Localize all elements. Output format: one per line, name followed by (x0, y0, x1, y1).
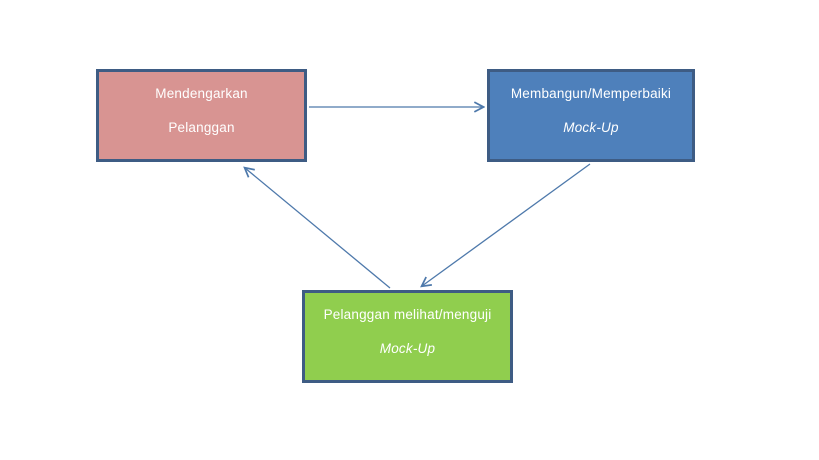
node-build-label-line1: Membangun/Memperbaiki (510, 86, 672, 101)
node-mendengarkan-pelanggan: Mendengarkan Pelanggan (96, 69, 307, 162)
arrow-build-to-test (422, 163, 591, 286)
arrow-test-to-listen (245, 168, 391, 289)
node-test-label-line2: Mock-Up (379, 341, 436, 356)
node-pelanggan-melihat-menguji-mockup: Pelanggan melihat/menguji Mock-Up (302, 290, 513, 383)
node-listen-label-line2: Pelanggan (168, 120, 235, 135)
node-listen-label-line1: Mendengarkan (155, 86, 248, 101)
node-membangun-memperbaiki-mockup: Membangun/Memperbaiki Mock-Up (487, 69, 695, 162)
node-test-label-line1: Pelanggan melihat/menguji (323, 307, 492, 322)
node-build-label-line2: Mock-Up (563, 120, 619, 135)
